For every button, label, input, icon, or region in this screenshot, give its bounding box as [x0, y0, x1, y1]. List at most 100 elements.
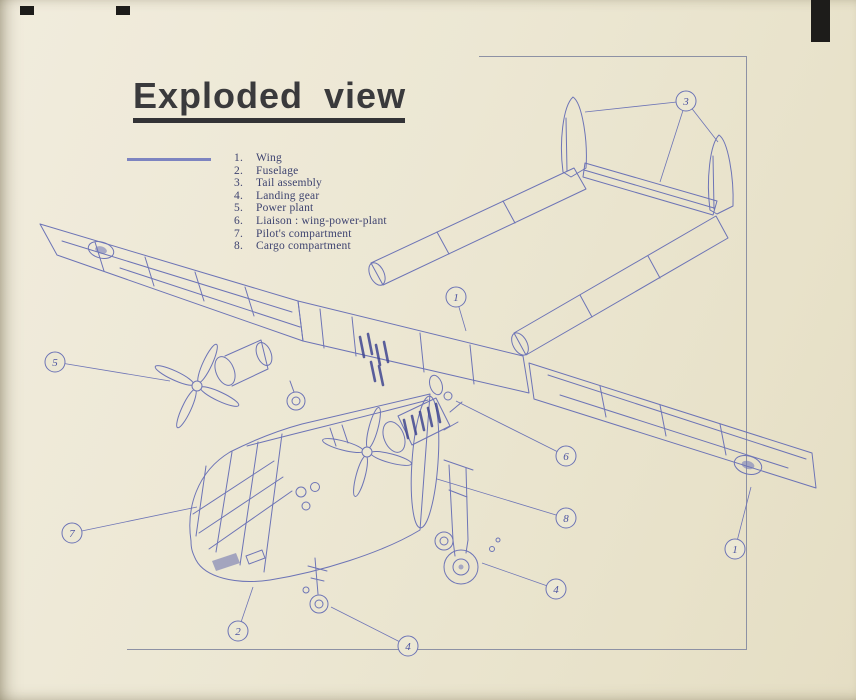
- callout-7: 7: [61, 506, 198, 544]
- callout-6: 6: [455, 400, 577, 467]
- callout-1-center: 1: [445, 286, 467, 332]
- callout-1-right: 1: [724, 486, 752, 560]
- callout-4-nose: 4: [330, 606, 419, 657]
- propeller-spinner: [361, 446, 373, 458]
- legend-item-number: 8.: [234, 240, 244, 253]
- legend-item-label: Landing gear: [256, 189, 320, 202]
- callout-circle: [44, 351, 66, 373]
- roundel-center: [95, 246, 107, 254]
- callout-number: 5: [52, 357, 58, 369]
- legend-item: 4. Landing gear: [234, 190, 387, 203]
- legend-item-label: Liaison : wing-power-plant: [256, 214, 387, 227]
- leader-line: [455, 400, 567, 457]
- legend-item-label: Power plant: [256, 202, 314, 215]
- frame-line-top: [479, 56, 747, 57]
- leader-line: [54, 361, 171, 382]
- registration-mark-left: [20, 6, 34, 15]
- tail-boom-left: [368, 167, 587, 286]
- callout-circle: [227, 620, 249, 642]
- right-wing: [528, 362, 817, 489]
- callout-8: 8: [436, 478, 577, 529]
- cargo-opening: [410, 395, 440, 529]
- callout-number: 1: [453, 292, 459, 304]
- registration-mark-mid: [116, 6, 130, 15]
- callout-number: 2: [235, 626, 241, 638]
- callout-circle: [545, 578, 567, 600]
- leader-line: [71, 506, 198, 534]
- callout-circle: [555, 445, 577, 467]
- roundel-center: [741, 460, 755, 470]
- leader-line: [330, 606, 409, 647]
- callout-4-main: 4: [481, 562, 567, 600]
- callout-5: 5: [44, 351, 171, 382]
- callout-circle: [445, 286, 467, 308]
- tail-boom-right: [511, 215, 729, 356]
- callout-number: 7: [69, 528, 75, 540]
- legend-dash: [127, 158, 211, 161]
- legend: 1. Wing 2. Fuselage 3. Tail assembly 4. …: [234, 152, 387, 253]
- callout-2: 2: [227, 586, 254, 642]
- engine-left: [154, 339, 273, 429]
- legend-item-label: Tail assembly: [256, 177, 322, 190]
- main-landing-gear: [434, 459, 501, 585]
- porthole: [301, 501, 311, 511]
- left-wing: [39, 223, 304, 342]
- propeller-spinner: [191, 380, 203, 392]
- legend-item-label: Fuselage: [256, 164, 299, 177]
- legend-item: 6. Liaison : wing-power-plant: [234, 215, 387, 228]
- liaison-ring: [429, 374, 443, 396]
- leader-line: [734, 486, 752, 550]
- legend-item: 3. Tail assembly: [234, 177, 387, 190]
- center-wing: [286, 300, 530, 411]
- callout-number: 3: [682, 96, 689, 108]
- fuselage: [189, 393, 440, 582]
- callout-circle: [675, 90, 697, 112]
- legend-item-number: 2.: [234, 164, 244, 177]
- leader-line: [481, 562, 557, 590]
- leader-line: [584, 100, 719, 183]
- main-wheel: [443, 549, 479, 585]
- callout-number: 1: [732, 544, 738, 556]
- porthole: [295, 486, 307, 498]
- frame-line-right: [746, 56, 747, 650]
- callout-number: 4: [405, 641, 411, 653]
- legend-item-number: 7.: [234, 227, 244, 240]
- corner-black-bar: [811, 0, 830, 42]
- callout-circle: [61, 522, 83, 544]
- legend-item-number: 4.: [234, 189, 244, 202]
- tail-assembly: [560, 96, 734, 216]
- legend-item-number: 5.: [234, 202, 244, 215]
- porthole: [310, 482, 320, 492]
- callout-number: 6: [563, 451, 569, 463]
- legend-item-number: 6.: [234, 214, 244, 227]
- legend-item-number: 3.: [234, 177, 244, 190]
- legend-item-number: 1.: [234, 152, 244, 164]
- leader-line: [436, 478, 567, 519]
- wing-wheel: [286, 391, 306, 411]
- cockpit-glazing: [192, 433, 293, 573]
- callout-number: 4: [553, 584, 559, 596]
- legend-item-label: Cargo compartment: [256, 240, 351, 253]
- legend-item: 1. Wing: [234, 152, 387, 165]
- callout-circle: [555, 507, 577, 529]
- legend-item: 5. Power plant: [234, 202, 387, 215]
- title-underline: [133, 118, 405, 123]
- frame-line-bottom: [127, 649, 747, 650]
- belly-door: [212, 553, 240, 571]
- nose-landing-gear: [302, 557, 329, 614]
- legend-item: 7. Pilot's compartment: [234, 228, 387, 241]
- nose-wheel: [309, 594, 329, 614]
- legend-item: 2. Fuselage: [234, 165, 387, 178]
- callout-circle: [724, 538, 746, 560]
- roundel: [87, 241, 115, 259]
- callout-3: 3: [584, 90, 719, 183]
- engine-center: [322, 397, 463, 497]
- callout-number: 8: [563, 513, 569, 525]
- roundel: [733, 455, 763, 475]
- legend-item: 8. Cargo compartment: [234, 240, 387, 253]
- legend-item-label: Wing: [256, 152, 282, 164]
- legend-item-label: Pilot's compartment: [256, 227, 352, 240]
- callout-circle: [397, 635, 419, 657]
